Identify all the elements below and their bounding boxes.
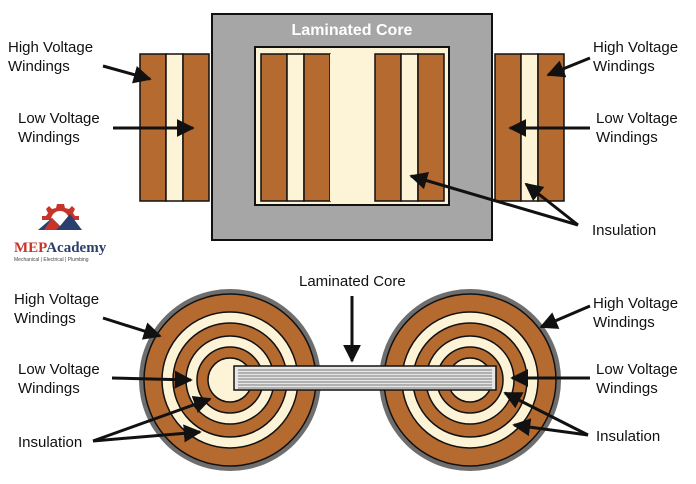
label-hv-bottom-left: High Voltage Windings xyxy=(14,290,99,328)
label-line: Windings xyxy=(593,314,655,331)
label-line: Windings xyxy=(18,129,80,146)
mep-academy-logo: MEPAcademy Mechanical | Electrical | Plu… xyxy=(14,200,114,266)
label-hv-top-right: High Voltage Windings xyxy=(593,38,678,76)
logo-brand-suffix: Academy xyxy=(46,240,107,256)
label-line: Windings xyxy=(14,310,76,327)
label-line: High Voltage xyxy=(593,39,679,56)
label-line: High Voltage xyxy=(593,295,679,312)
logo-brand-prefix: MEP xyxy=(14,240,47,256)
label-line: Windings xyxy=(18,380,80,397)
logo-tagline: Mechanical | Electrical | Plumbing xyxy=(14,257,89,263)
center-core-leg xyxy=(330,54,375,201)
label-line: Low Voltage xyxy=(18,361,100,378)
gear-icon xyxy=(38,204,82,230)
label-insulation-bottom-right: Insulation xyxy=(596,428,661,445)
label-line: Windings xyxy=(593,58,655,75)
label-line: High Voltage xyxy=(14,291,100,308)
label-lv-bottom-right: Low Voltage Windings xyxy=(596,360,678,398)
laminated-core-bar xyxy=(233,365,497,391)
label-line: Windings xyxy=(8,58,70,75)
label-lv-top-right: Low Voltage Windings xyxy=(596,109,678,147)
bottom-arrows xyxy=(92,296,591,443)
label-lv-bottom-left: Low Voltage Windings xyxy=(18,360,100,398)
label-line: Windings xyxy=(596,129,658,146)
label-lv-top-left: Low Voltage Windings xyxy=(18,109,100,147)
right-outer-winding-stack xyxy=(494,53,565,202)
label-line: Low Voltage xyxy=(18,110,100,127)
label-line: High Voltage xyxy=(8,39,94,56)
inner-winding-stack-left xyxy=(260,53,331,202)
label-insulation-top: Insulation xyxy=(592,222,657,239)
label-insulation-bottom-left: Insulation xyxy=(18,434,83,451)
label-line: Low Voltage xyxy=(596,361,678,378)
label-hv-bottom-right: High Voltage Windings xyxy=(593,294,678,332)
label-line: Windings xyxy=(596,380,658,397)
logo-brand: MEPAcademy xyxy=(14,240,106,257)
core-title-top: Laminated Core xyxy=(291,22,413,39)
inner-winding-stack-right xyxy=(374,53,445,202)
label-hv-top-left: High Voltage Windings xyxy=(8,38,93,76)
top-arrows xyxy=(102,56,591,227)
label-line: Low Voltage xyxy=(596,110,678,127)
label-core-bottom: Laminated Core xyxy=(299,273,406,290)
